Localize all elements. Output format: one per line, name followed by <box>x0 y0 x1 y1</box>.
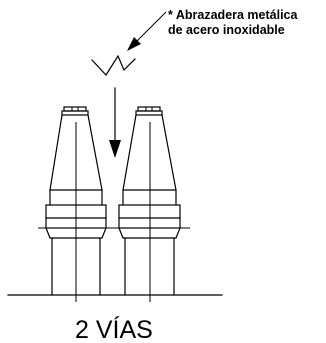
annotation-leader <box>127 11 167 51</box>
connector-right <box>118 106 181 302</box>
connector-left <box>45 106 107 302</box>
annotation-line-1: * Abrazadera metálica <box>168 8 299 22</box>
insertion-arrow <box>109 87 121 158</box>
diagram-caption: 2 VÍAS <box>75 315 153 343</box>
clamp-symbol <box>91 54 136 76</box>
annotation-line-2: de acero inoxidable <box>168 23 285 37</box>
